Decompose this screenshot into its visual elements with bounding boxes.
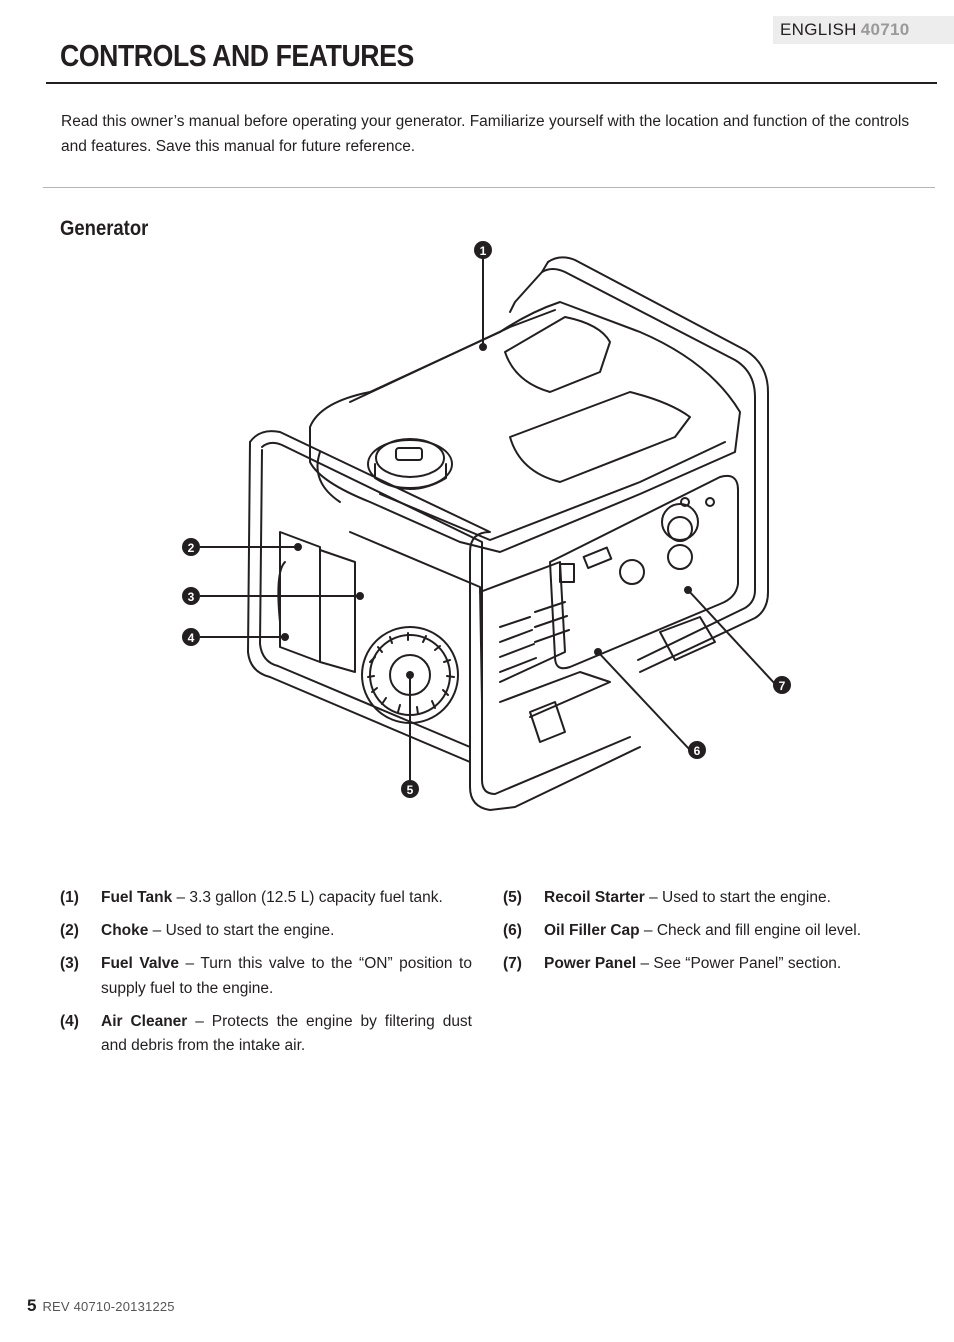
feature-item: (2) Choke – Used to start the engine. bbox=[60, 919, 472, 944]
page-footer: 5 REV 40710-20131225 bbox=[27, 1296, 175, 1316]
feature-number: (1) bbox=[60, 889, 79, 906]
title-rule bbox=[46, 82, 937, 84]
callout-3-label: 3 bbox=[188, 590, 195, 604]
frame-rear-tube bbox=[547, 256, 769, 673]
callout-6-label: 6 bbox=[694, 744, 701, 758]
feature-name: Power Panel bbox=[544, 955, 637, 972]
section-heading: Generator bbox=[60, 217, 149, 240]
fuel-tank-shape bbox=[309, 301, 741, 553]
feature-description: – Protects the engine by filtering dust … bbox=[101, 1012, 472, 1055]
feature-name: Oil Filler Cap bbox=[544, 922, 640, 939]
feature-name: Air Cleaner bbox=[101, 1012, 188, 1030]
feature-item: (6) Oil Filler Cap – Check and fill engi… bbox=[503, 919, 903, 944]
callout-6: 6 bbox=[688, 741, 706, 759]
page-number: 5 bbox=[27, 1296, 37, 1315]
generator-diagram: 1 2 3 4 5 6 7 bbox=[182, 241, 791, 811]
revision-code: REV 40710-20131225 bbox=[42, 1299, 175, 1314]
frame-front-tube bbox=[249, 430, 641, 811]
feature-list-left: (1) Fuel Tank – 3.3 gallon (12.5 L) capa… bbox=[60, 886, 472, 1067]
feature-description: – Check and fill engine oil level. bbox=[639, 922, 862, 939]
feature-number: (6) bbox=[503, 922, 522, 939]
feature-description: – See “Power Panel” section. bbox=[636, 955, 842, 972]
feature-description: – Used to start the engine. bbox=[644, 889, 831, 906]
language-label: ENGLISH bbox=[780, 20, 857, 39]
feature-list-right: (5) Recoil Starter – Used to start the e… bbox=[503, 886, 903, 985]
intro-paragraph: Read this owner’s manual before operatin… bbox=[61, 113, 910, 155]
feature-number: (2) bbox=[60, 922, 79, 939]
feature-number: (5) bbox=[503, 889, 522, 906]
callout-7: 7 bbox=[773, 676, 791, 694]
callout-7-label: 7 bbox=[779, 679, 786, 693]
feature-name: Fuel Valve bbox=[101, 955, 180, 972]
callout-2: 2 bbox=[182, 538, 200, 556]
feature-name: Choke bbox=[101, 922, 149, 939]
feature-item: (3) Fuel Valve – Turn this valve to the … bbox=[60, 952, 472, 1001]
page-title: CONTROLS AND FEATURES bbox=[60, 38, 414, 73]
callout-2-label: 2 bbox=[188, 541, 195, 555]
feature-number: (4) bbox=[60, 1012, 79, 1030]
callout-1-label: 1 bbox=[480, 244, 487, 258]
feature-number: (7) bbox=[503, 955, 522, 972]
section-divider bbox=[43, 187, 935, 188]
feature-description: – Turn this valve to the “ON” position t… bbox=[101, 955, 472, 997]
feature-item: (5) Recoil Starter – Used to start the e… bbox=[503, 886, 903, 911]
callout-5: 5 bbox=[401, 780, 419, 798]
feature-description: – 3.3 gallon (12.5 L) capacity fuel tank… bbox=[172, 889, 443, 906]
feature-description: – Used to start the engine. bbox=[148, 922, 335, 939]
callout-3: 3 bbox=[182, 587, 200, 605]
callout-1: 1 bbox=[474, 241, 492, 259]
power-panel-shape bbox=[549, 474, 739, 670]
callout-4-label: 4 bbox=[188, 631, 195, 645]
model-number: 40710 bbox=[860, 20, 910, 39]
feature-item: (1) Fuel Tank – 3.3 gallon (12.5 L) capa… bbox=[60, 886, 472, 911]
feature-name: Recoil Starter bbox=[544, 889, 645, 906]
feature-number: (3) bbox=[60, 955, 79, 972]
callout-4: 4 bbox=[182, 628, 200, 646]
feature-item: (4) Air Cleaner – Protects the engine by… bbox=[60, 1010, 472, 1059]
feature-item: (7) Power Panel – See “Power Panel” sect… bbox=[503, 952, 903, 977]
callout-5-label: 5 bbox=[407, 783, 414, 797]
feature-name: Fuel Tank bbox=[101, 889, 173, 906]
